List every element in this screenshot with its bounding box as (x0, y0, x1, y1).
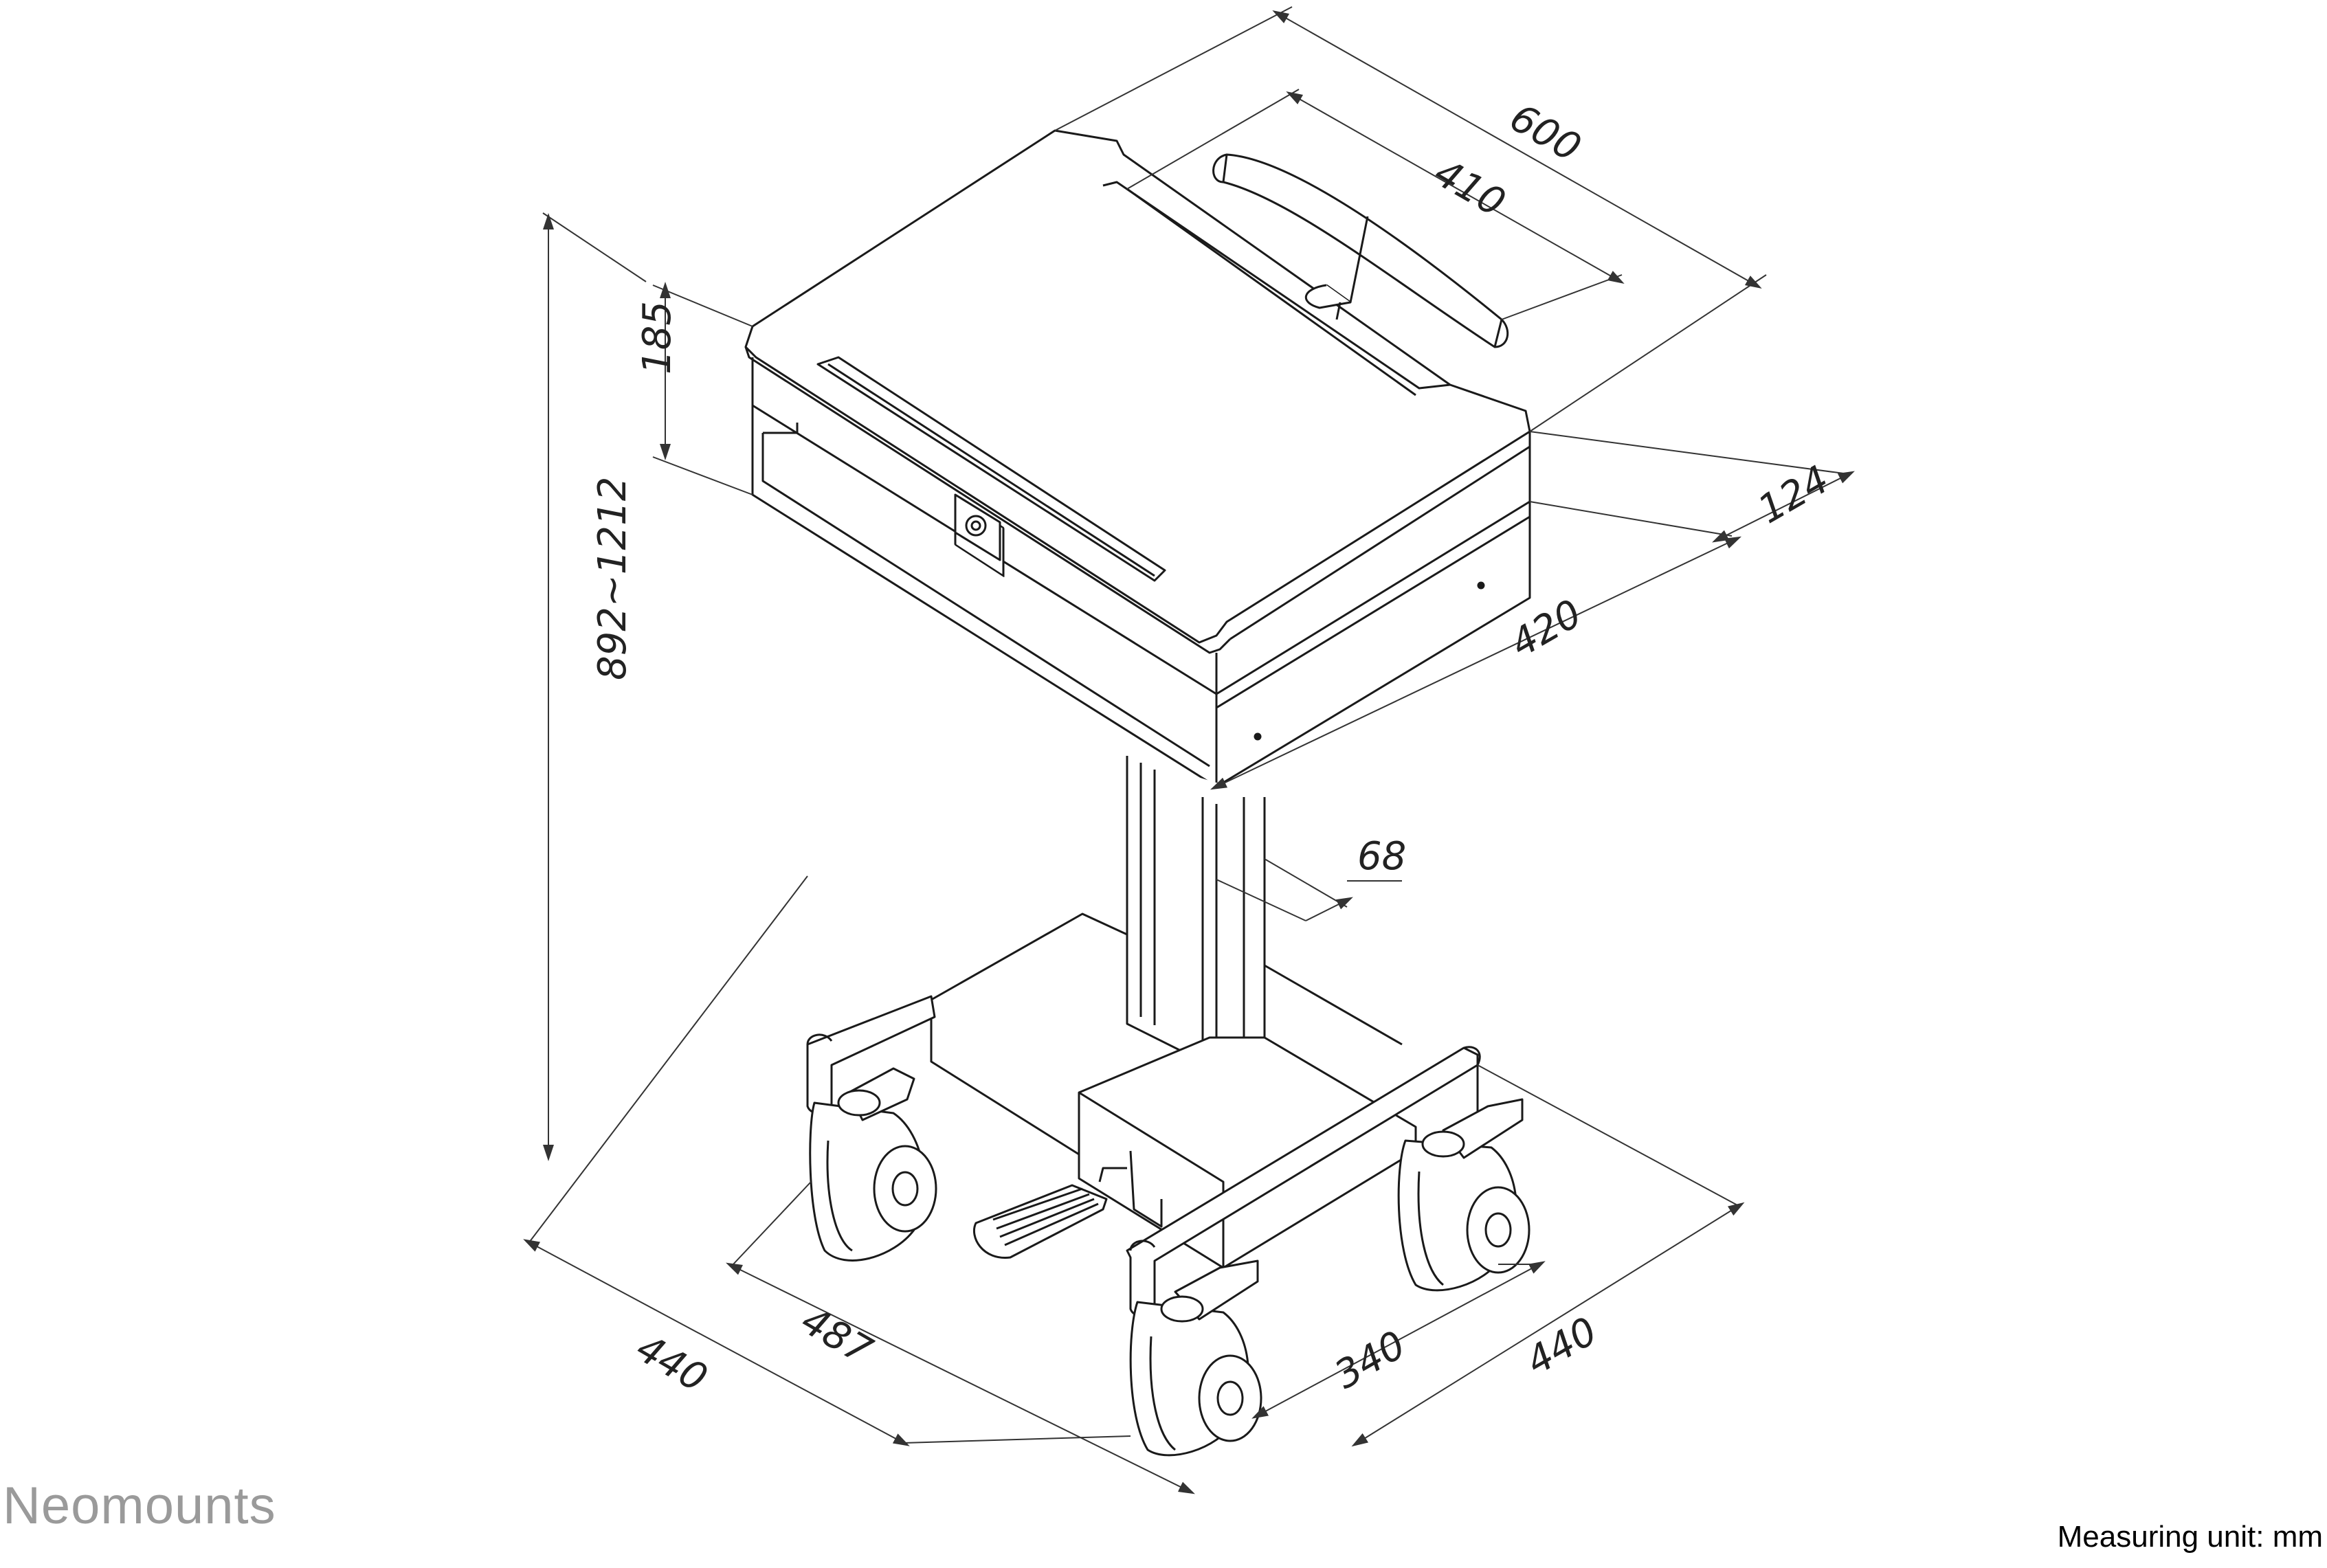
dim-tray-height: 185 (635, 301, 680, 374)
caster-back-left (809, 1067, 937, 1262)
tray-top (744, 129, 1531, 644)
dim-base-depth-inner: 487 (794, 1298, 880, 1374)
cart-illustration (744, 129, 1531, 1457)
dim-base-depth-outer: 440 (629, 1325, 715, 1401)
dim-handle-width: 410 (1427, 150, 1513, 226)
dim-base-width-inner: 340 (1327, 1323, 1413, 1398)
dim-tray-depth: 420 (1503, 591, 1589, 667)
dim-base-width-outer: 440 (1519, 1309, 1605, 1385)
measuring-unit-note: Measuring unit: mm (2057, 1520, 2323, 1554)
dim-column-width: 68 (1357, 834, 1406, 879)
dim-total-height: 892~1212 (590, 477, 635, 680)
dim-tray-side: 124 (1750, 457, 1836, 533)
caster-back-right (1397, 1098, 1530, 1292)
dimension-lines (523, 6, 1855, 1494)
brand-logo: Neomounts (3, 1477, 276, 1535)
dim-overall-width: 600 (1502, 96, 1588, 171)
